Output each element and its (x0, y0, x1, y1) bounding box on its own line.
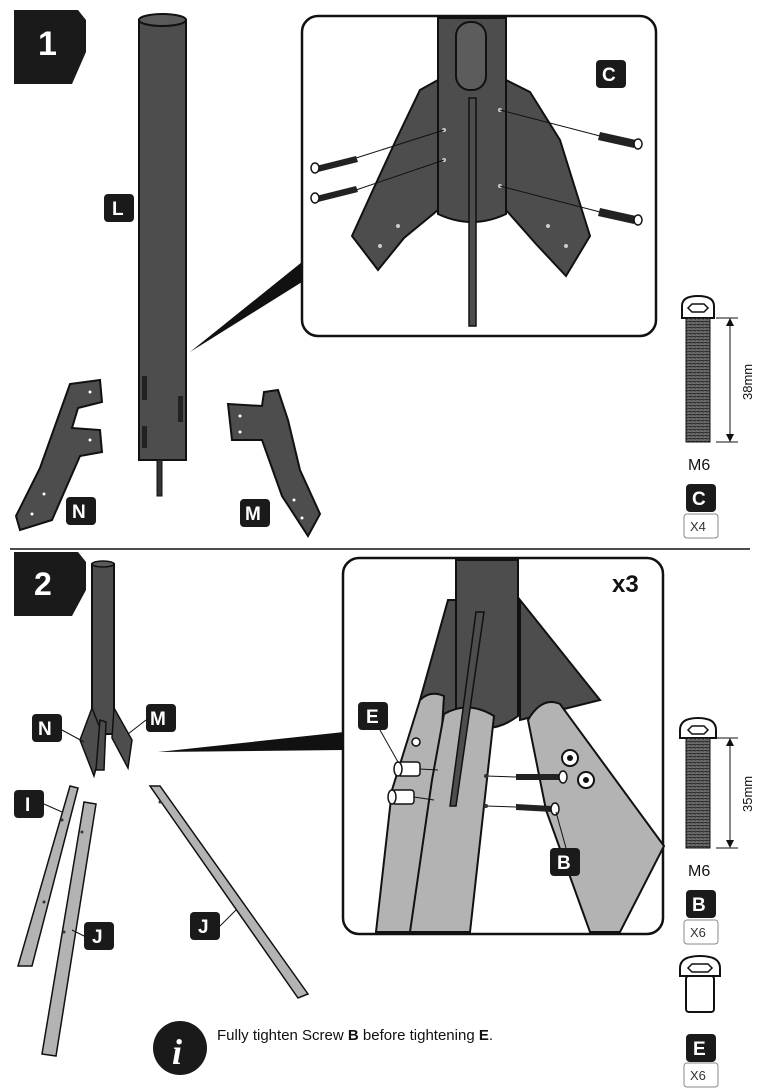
hardware-c-letter: C (692, 489, 706, 510)
label-l: L (104, 194, 134, 222)
hardware-e-letter: E (693, 1039, 706, 1060)
label-n-step2: N (32, 714, 85, 743)
svg-text:B: B (557, 853, 571, 874)
screw-b-1 (516, 770, 568, 784)
screw-c-right-2 (598, 208, 643, 226)
info-icon: i (153, 1021, 207, 1075)
bracket-m (226, 388, 322, 538)
bracket-n (14, 378, 104, 532)
step2-badge: 2 (14, 552, 86, 616)
tightening-note: Fully tighten Screw B before tightening … (217, 1027, 494, 1044)
hardware-c-screw: 38mm M6 C X4 (681, 294, 755, 539)
label-i: I (14, 790, 63, 818)
svg-text:C: C (602, 65, 616, 86)
hardware-c-thread: M6 (688, 457, 710, 474)
svg-text:M: M (245, 504, 261, 525)
svg-text:N: N (72, 502, 86, 523)
svg-text:M: M (150, 709, 166, 730)
label-b-callout: B (550, 848, 580, 876)
detail-box-step2: x3 E B (341, 556, 666, 936)
label-c-callout: C (596, 60, 626, 88)
svg-text:J: J (198, 917, 209, 938)
screw-c-left-1 (310, 156, 358, 174)
screw-c-right-1 (598, 132, 643, 150)
leg-i (17, 785, 79, 967)
hardware-b-length: 35mm (740, 776, 755, 812)
label-j-left: J (71, 922, 114, 950)
label-e-callout: E (358, 702, 399, 763)
hardware-e-sleeve: E X6 (679, 954, 721, 1088)
step2-number: 2 (34, 566, 52, 602)
hardware-e-qty: X6 (690, 1068, 706, 1083)
pole-l (138, 13, 187, 497)
svg-text:I: I (25, 795, 30, 816)
sleeve-e-1 (393, 761, 421, 777)
svg-text:N: N (38, 719, 52, 740)
step1-number: 1 (38, 25, 57, 63)
label-m-step1: M (240, 499, 270, 527)
svg-text:J: J (92, 927, 103, 948)
label-j-right: J (190, 909, 237, 940)
label-m-step2: M (127, 704, 176, 735)
screw-b-2 (516, 802, 560, 816)
svg-text:L: L (112, 199, 124, 220)
multiplier-label: x3 (612, 571, 639, 598)
detail-box-step1: C (300, 14, 658, 338)
sleeve-e-2 (387, 789, 415, 805)
mini-assembly (79, 560, 133, 779)
hardware-c-qty: X4 (690, 519, 706, 534)
hardware-c-length: 38mm (740, 364, 755, 400)
leg-j-left (41, 801, 97, 1057)
hardware-b-thread: M6 (688, 863, 710, 880)
label-n-step1: N (66, 497, 96, 525)
screw-c-left-2 (310, 186, 358, 204)
hardware-b-screw: 35mm M6 B X6 (679, 716, 755, 945)
step1-badge: 1 (14, 10, 86, 84)
hardware-b-qty: X6 (690, 925, 706, 940)
svg-text:i: i (172, 1032, 182, 1072)
zoom-pointer-2 (158, 732, 344, 752)
svg-text:E: E (366, 707, 379, 728)
hardware-b-letter: B (692, 895, 706, 916)
zoom-pointer-1 (190, 262, 302, 352)
leg-j-right (148, 785, 310, 999)
